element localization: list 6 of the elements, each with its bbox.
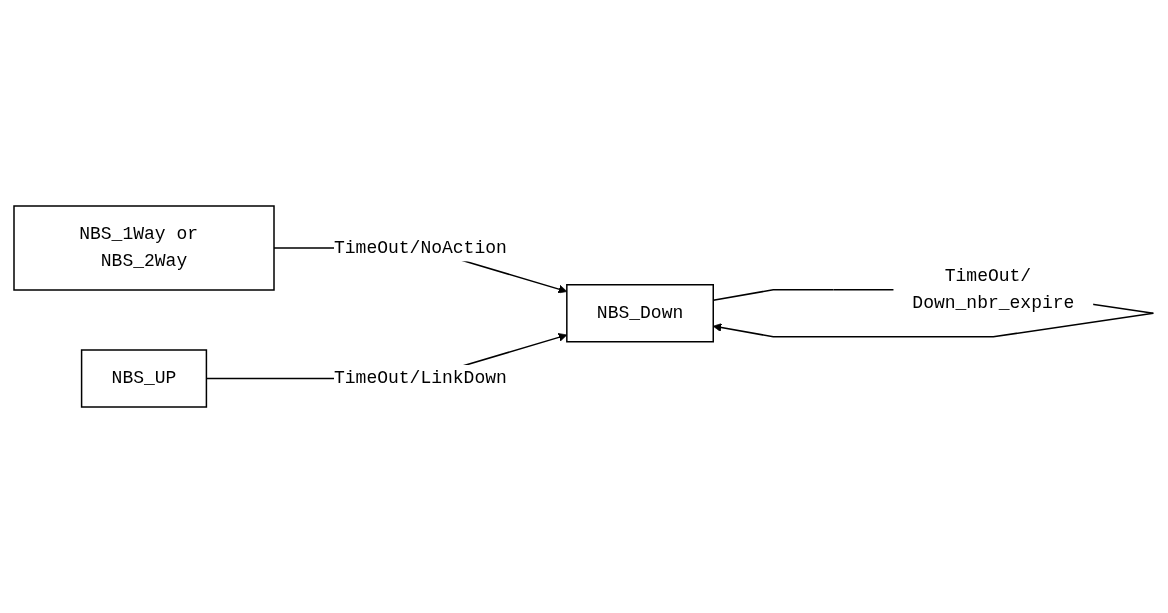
edge-label: TimeOut/NoAction: [334, 237, 508, 258]
edge-label: TimeOut/LinkDown: [334, 368, 508, 388]
node-box: NBS_1Way or NBS_2Way: [13, 205, 275, 291]
edge-label: TimeOut/ Down_nbr_expire: [912, 265, 1075, 313]
node-box: NBS_Down: [566, 284, 715, 343]
node-box: NBS_UP: [81, 349, 208, 408]
